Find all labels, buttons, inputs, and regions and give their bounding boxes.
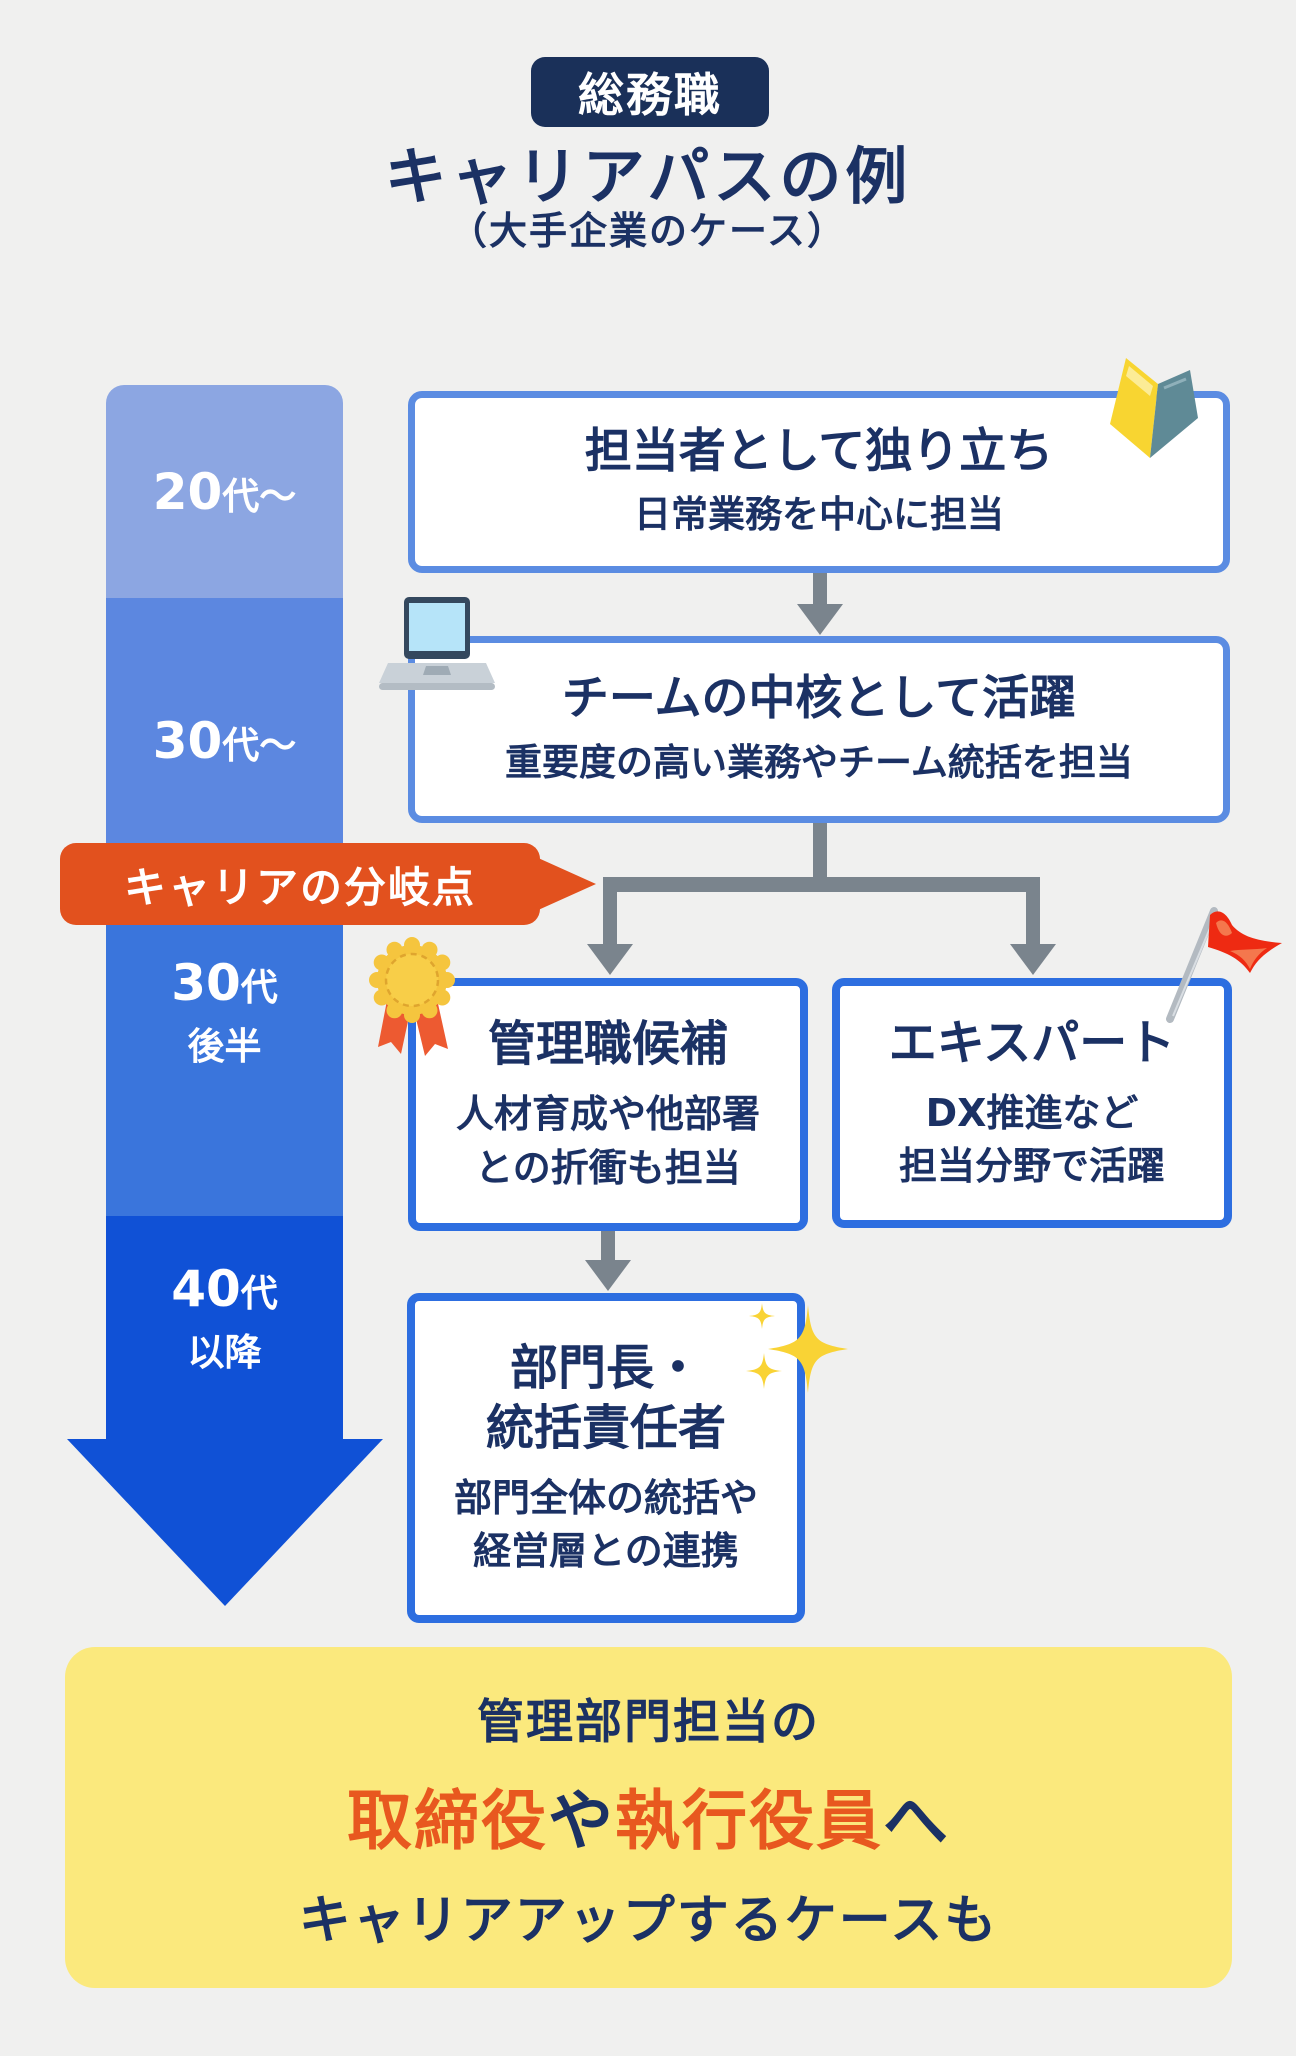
age-suffix: 代〜 <box>222 724 297 767</box>
age-suffix: 代〜 <box>222 474 297 518</box>
stage-box-team-core: チームの中核として活躍 重要度の高い業務やチーム統括を担当 <box>408 636 1230 823</box>
medal-icon <box>369 937 455 1056</box>
stage-title: 部門長・ 統括責任者 <box>486 1338 726 1458</box>
flag-icon <box>1166 907 1282 1023</box>
laptop-icon <box>379 597 495 690</box>
arrow-down-icon <box>587 944 633 975</box>
stage-description-line: DX推進など <box>925 1090 1139 1135</box>
age-suffix: 代 <box>240 966 278 1009</box>
stage-title: 管理職候補 <box>487 1016 728 1073</box>
footer-particle: や <box>547 1783 615 1859</box>
stage-title: チームの中核として活躍 <box>561 671 1077 727</box>
age-number: 30 <box>152 712 223 770</box>
stage-description: DX推進など 担当分野で活躍 <box>899 1087 1165 1193</box>
stage-description: 重要度の高い業務やチーム統括を担当 <box>505 740 1133 784</box>
connector-box1-box2 <box>813 572 827 606</box>
footer-note-panel: 管理部門担当の 取締役や執行役員へ キャリアアップするケースも <box>65 1647 1232 1988</box>
stage-title-line: 部門長・ <box>509 1339 702 1396</box>
footer-line-2: 取締役や執行役員へ <box>347 1768 950 1862</box>
career-branch-banner: キャリアの分岐点 <box>60 843 540 925</box>
connector-box2-branch <box>813 820 827 884</box>
career-branch-banner-label: キャリアの分岐点 <box>123 862 476 912</box>
connector-box3-box5 <box>601 1228 615 1261</box>
connector-branch-left <box>603 877 617 945</box>
sparkles-icon <box>746 1303 848 1393</box>
stage-description-line: 担当分野で活躍 <box>898 1144 1165 1188</box>
stage-title: 担当者として独り立ち <box>584 423 1054 479</box>
arrow-down-icon <box>1010 944 1056 975</box>
age-sub-label: 後半 <box>187 1025 262 1068</box>
stage-title: エキスパート <box>888 1014 1176 1071</box>
stage-description: 人材育成や他部署 との折衝も担当 <box>456 1088 760 1194</box>
arrow-down-icon <box>585 1260 631 1291</box>
footer-line-1: 管理部門担当の <box>477 1694 820 1750</box>
branch-horizontal-bar <box>603 877 1040 892</box>
stage-description-line: 経営層との連携 <box>473 1529 739 1573</box>
job-category-badge: 総務職 <box>531 57 769 127</box>
age-number: 20 <box>152 462 223 521</box>
stage-description-line: との折衝も担当 <box>475 1145 741 1190</box>
age-sub-label: 以降 <box>187 1331 262 1374</box>
stage-box-manager-candidate: 管理職候補 人材育成や他部署 との折衝も担当 <box>408 978 808 1231</box>
footer-highlight-executive: 執行役員 <box>615 1783 884 1859</box>
book-icon <box>1110 358 1198 458</box>
page-subtitle: （大手企業のケース） <box>448 209 848 253</box>
stage-description-line: 人材育成や他部署 <box>455 1092 760 1137</box>
stage-description: 部門全体の統括や 経営層との連携 <box>454 1472 758 1578</box>
footer-highlight-director: 取締役 <box>346 1783 548 1859</box>
footer-line-3: キャリアアップするケースも <box>298 1890 999 1951</box>
page-title: キャリアパスの例 <box>384 140 912 213</box>
age-number: 30 <box>171 954 241 1012</box>
timeline-arrowhead <box>67 1439 383 1606</box>
arrow-down-icon <box>797 604 843 635</box>
age-suffix: 代 <box>240 1272 278 1315</box>
stage-title-line: 統括責任者 <box>485 1399 726 1456</box>
stage-box-expert: エキスパート DX推進など 担当分野で活躍 <box>832 978 1232 1228</box>
stage-description-line: 部門全体の統括や <box>453 1475 758 1520</box>
footer-particle: へ <box>883 1783 951 1859</box>
stage-box-independent: 担当者として独り立ち 日常業務を中心に担当 <box>408 391 1230 573</box>
stage-description: 日常業務を中心に担当 <box>634 493 1004 537</box>
connector-branch-right <box>1026 877 1040 945</box>
age-number: 40 <box>171 1260 241 1318</box>
stage-box-department-head: 部門長・ 統括責任者 部門全体の統括や 経営層との連携 <box>407 1293 805 1623</box>
